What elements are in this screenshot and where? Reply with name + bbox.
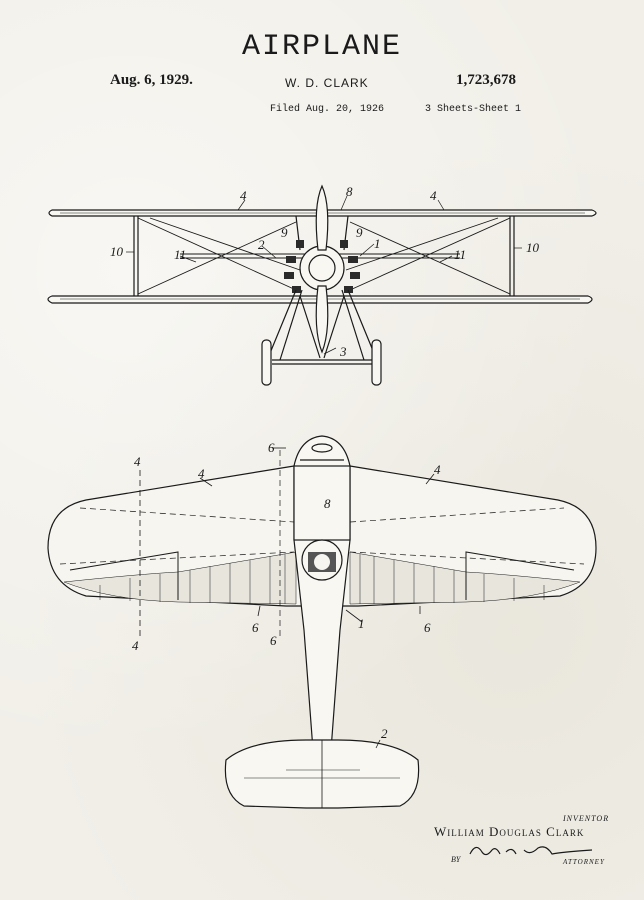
label-8: 8 xyxy=(346,184,353,199)
left-hatching xyxy=(63,551,297,605)
label-6: 6 xyxy=(424,620,431,635)
right-aileron xyxy=(465,551,575,600)
label-6: 6 xyxy=(268,440,275,455)
inventor-name: William Douglas Clark xyxy=(434,824,585,839)
label-3: 3 xyxy=(339,344,347,359)
by-caption: BY xyxy=(451,855,461,864)
inventor-caption: INVENTOR xyxy=(563,814,610,823)
cowling xyxy=(293,465,351,541)
label-4: 4 xyxy=(240,188,247,203)
attorney-caption: ATTORNEY xyxy=(563,858,605,866)
label-6: 6 xyxy=(252,620,259,635)
inventor-header: W. D. CLARK xyxy=(285,76,369,90)
left-wheel xyxy=(261,339,272,386)
filed-date: Filed Aug. 20, 1926 xyxy=(270,104,385,115)
patent-date: Aug. 6, 1929. xyxy=(110,72,193,88)
propeller xyxy=(315,184,329,251)
label-4: 4 xyxy=(430,188,437,203)
label-4: 4 xyxy=(134,454,141,469)
label-4: 4 xyxy=(132,638,139,653)
label-4: 4 xyxy=(198,466,205,481)
label-6: 6 xyxy=(270,633,277,648)
plan-view: 4 4 4 4 6 8 6 6 1 6 2 xyxy=(47,435,597,809)
label-2: 2 xyxy=(381,726,388,741)
patent-number: 1,723,678 xyxy=(456,72,516,88)
label-2: 2 xyxy=(258,237,265,252)
right-wheel xyxy=(371,339,382,386)
label-11: 11 xyxy=(174,247,186,262)
label-10: 10 xyxy=(110,244,124,259)
label-1: 1 xyxy=(374,236,381,251)
attorney-signature xyxy=(469,846,593,856)
label-11: 11 xyxy=(454,247,466,262)
label-10: 10 xyxy=(526,240,540,255)
label-9: 9 xyxy=(281,225,288,240)
engine-cowl xyxy=(299,245,345,291)
right-hatching xyxy=(349,551,581,605)
left-aileron xyxy=(69,551,179,600)
label-4: 4 xyxy=(434,462,441,477)
front-view: 4 8 4 10 10 11 11 9 9 2 1 3 xyxy=(47,184,597,386)
label-9: 9 xyxy=(356,225,363,240)
landing-gear xyxy=(267,289,377,365)
page-title: AIRPLANE xyxy=(241,30,403,64)
label-1: 1 xyxy=(358,616,365,631)
engine-cylinders xyxy=(284,240,360,293)
sheet-count: 3 Sheets-Sheet 1 xyxy=(425,104,522,115)
label-8: 8 xyxy=(324,496,331,511)
